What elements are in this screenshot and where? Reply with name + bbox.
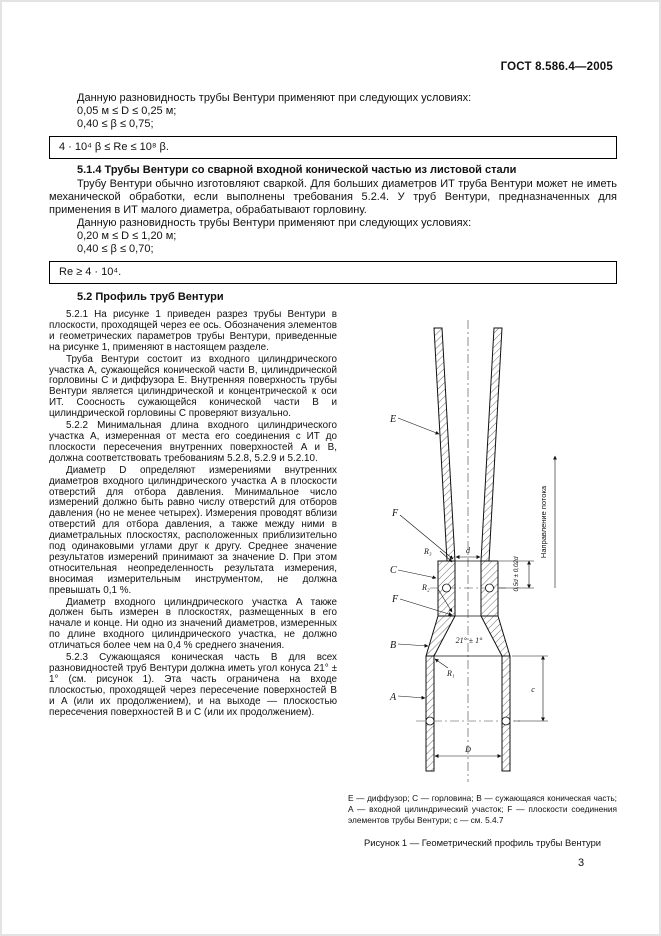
figure-label-big-d: D	[464, 745, 471, 754]
figure-label-c: C	[390, 565, 397, 576]
figure-label-b: B	[390, 640, 396, 651]
page-number: 3	[578, 857, 585, 869]
inlet-walls	[425, 655, 511, 772]
page-content: Данную разновидность трубы Вентури приме…	[49, 92, 617, 849]
figure-label-f-upper: F	[391, 508, 399, 519]
paragraph-conditions-intro-1: Данную разновидность трубы Вентури приме…	[77, 92, 472, 104]
formula-1: 4 · 10⁴ β ≤ Re ≤ 10⁸ β.	[59, 141, 169, 153]
figure-caption: E — диффузор; C — горловина; B — сужающа…	[348, 793, 617, 825]
paragraph-venturi-parts: Труба Вентури состоит из входного цилинд…	[49, 353, 337, 420]
figure-label-cone-angle: 21° ± 1°	[456, 636, 484, 645]
figure-label-a: A	[389, 692, 397, 703]
paragraph-conditions-intro-2: Данную разновидность трубы Вентури приме…	[77, 217, 472, 229]
condition-line: 0,05 м ≤ D ≤ 0,25 м;	[77, 105, 177, 117]
junction-plane-lines	[434, 560, 502, 657]
heading-5-2: 5.2 Профиль труб Вентури	[77, 291, 224, 303]
throat-pressure-taps	[430, 583, 534, 593]
two-column-layout: 5.2.1 На рисунке 1 приведен разрез трубы…	[49, 309, 617, 849]
figure-label-f-lower: F	[391, 594, 399, 605]
paragraph-diameter-d: Диаметр D определяют измерениями внутрен…	[49, 464, 337, 596]
formula-box-2: Re ≥ 4 · 10⁴.	[49, 261, 617, 284]
paragraph-5-1-4: Трубу Вентури обычно изготовляют сваркой…	[49, 178, 617, 216]
paragraph-5-2-2: 5.2.2 Минимальная длина входного цилиндр…	[49, 420, 337, 464]
condition-line: 0,40 ≤ β ≤ 0,70;	[77, 243, 154, 255]
paragraph-5-2-1: 5.2.1 На рисунке 1 приведен разрез трубы…	[49, 309, 337, 353]
figure-label-r1: R₁	[446, 669, 455, 678]
condition-line: 0,40 ≤ β ≤ 0,75;	[77, 118, 154, 130]
figure-label-e: E	[389, 414, 396, 425]
figure-label-throat-offset: 0,5d ± 0,02d	[513, 556, 520, 591]
figure-label-r3: R₃	[423, 547, 432, 556]
formula-2: Re ≥ 4 · 10⁴.	[59, 266, 122, 278]
inlet-pressure-taps	[416, 716, 548, 726]
venturi-tube-drawing: E F C F B A R₃ R₂	[389, 320, 557, 782]
flow-direction-label: Направление потока	[539, 485, 548, 558]
figure-label-c-dim: c	[531, 685, 535, 694]
formula-box-1: 4 · 10⁴ β ≤ Re ≤ 10⁸ β.	[49, 136, 617, 159]
figure-title: Рисунок 1 — Геометрический профиль трубы…	[363, 837, 602, 848]
text-column: 5.2.1 На рисунке 1 приведен разрез трубы…	[49, 309, 337, 720]
figure-label-r2: R₂	[421, 583, 430, 592]
paragraph-5-2-3: 5.2.3 Сужающаяся коническая часть B для …	[49, 652, 337, 718]
doc-number: ГОСТ 8.586.4—2005	[500, 61, 613, 73]
condition-line: 0,20 м ≤ D ≤ 1,20 м;	[77, 230, 177, 242]
paragraph-inlet-diameter: Диаметр входного цилиндрического участка…	[49, 596, 337, 652]
figure-label-d: d	[466, 546, 471, 555]
figure-column: E F C F B A R₃ R₂	[348, 310, 617, 849]
heading-5-1-4: 5.1.4 Трубы Вентури со сварной входной к…	[77, 164, 517, 176]
